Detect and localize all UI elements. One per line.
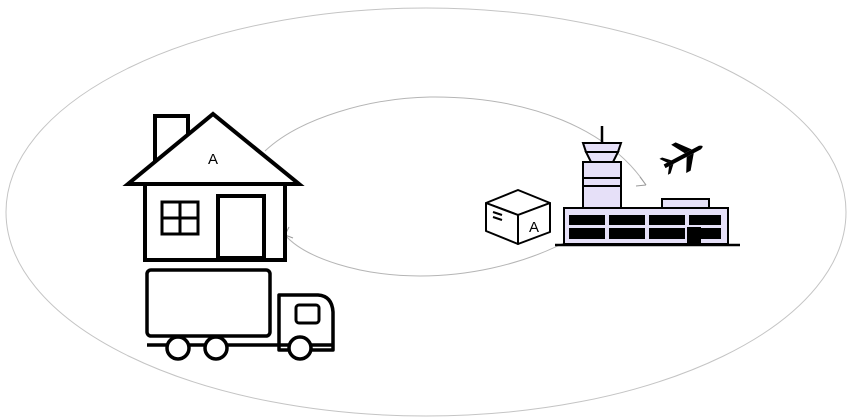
package-label: A (529, 219, 539, 236)
truck-icon (145, 268, 335, 361)
house-icon (122, 111, 305, 262)
inner-loop-lower-arc (284, 234, 576, 277)
arrow-head-right (635, 176, 647, 187)
house-label: A (208, 151, 218, 168)
outer-ellipse (5, 7, 847, 417)
airport-terminal-icon (555, 126, 740, 247)
airplane-icon (659, 142, 703, 175)
package-box-icon (485, 189, 551, 245)
